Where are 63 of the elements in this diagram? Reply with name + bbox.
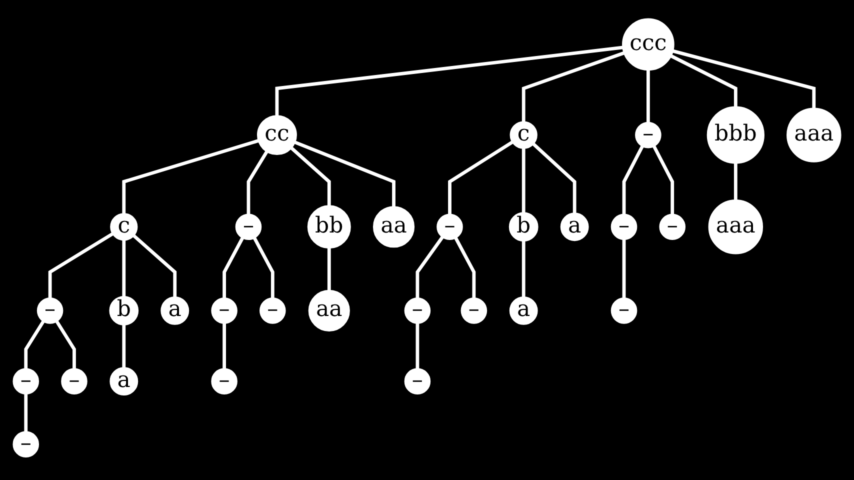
node-circle: bb [307, 205, 351, 249]
connector [222, 322, 226, 370]
node-circle: a [160, 296, 190, 325]
node-circle: – [635, 122, 662, 148]
connector [734, 163, 738, 200]
connector [522, 240, 526, 298]
node-circle: aa [372, 206, 415, 248]
connector [670, 54, 738, 108]
connector [48, 232, 114, 298]
connector [454, 236, 476, 298]
connector [122, 324, 126, 368]
node-circle: – [12, 431, 40, 458]
node-circle: aaa [708, 200, 764, 254]
connector [532, 142, 576, 214]
connector [622, 145, 644, 215]
connector [132, 234, 177, 298]
connector [416, 322, 420, 370]
node-circle: aa [308, 290, 350, 332]
node-circle: – [610, 298, 638, 324]
node-circle: ccc [622, 18, 674, 71]
node-circle: – [235, 214, 262, 240]
connector [327, 248, 331, 291]
node-circle: bbb [706, 106, 764, 164]
node-circle: – [260, 298, 286, 324]
node-circle: – [36, 298, 64, 324]
connector [275, 46, 624, 116]
connector [522, 148, 526, 214]
connector [252, 236, 274, 298]
node-circle: a [509, 296, 538, 325]
node-circle: – [211, 298, 238, 324]
node-circle: – [659, 214, 686, 240]
connector [122, 139, 260, 214]
node-circle: – [12, 368, 40, 394]
connector [24, 320, 45, 370]
node-circle: – [610, 214, 638, 240]
connector [652, 145, 674, 215]
connector [24, 394, 28, 432]
node-circle: – [460, 298, 488, 324]
node-circle: b [109, 296, 139, 326]
connector [646, 70, 650, 123]
node-circle: a [560, 212, 589, 242]
node-circle: – [404, 368, 431, 394]
node-circle: aaa [786, 108, 842, 162]
node-circle: – [211, 368, 238, 394]
connector [222, 236, 244, 298]
connector [294, 140, 396, 207]
node-circle: – [404, 298, 431, 324]
node-circle: cc [256, 115, 297, 156]
node-circle: b [508, 212, 538, 242]
node-circle: a [110, 367, 138, 396]
connector [448, 140, 514, 215]
connector [416, 236, 444, 298]
connector [672, 49, 816, 109]
connector [622, 239, 626, 298]
node-circle: c [110, 213, 138, 241]
connector [290, 146, 331, 206]
connector [246, 150, 268, 215]
connector [122, 240, 126, 297]
node-circle: c [510, 121, 538, 149]
node-circle: – [436, 214, 463, 240]
connector [522, 51, 625, 122]
node-circle: – [61, 368, 88, 394]
connector [55, 320, 76, 370]
